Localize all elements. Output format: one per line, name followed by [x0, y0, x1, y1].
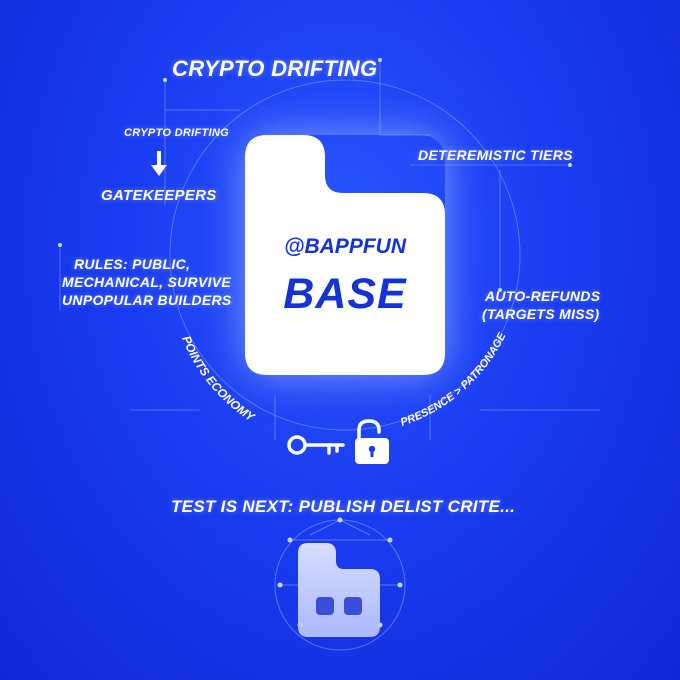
- key-icon: [287, 435, 345, 455]
- auto-refunds-line-1: AUTO-REFUNDS: [485, 288, 601, 304]
- card-handle: @BAPPFUN: [284, 235, 406, 258]
- arrow-down-icon: [151, 151, 167, 176]
- unlock-icon: [355, 419, 389, 464]
- rules-line-3: UNPOPULAR BUILDERS: [62, 292, 232, 308]
- key-lock-icons: [287, 419, 389, 464]
- auto-refunds-line-2: (TARGETS MISS): [482, 306, 600, 322]
- base-card: @BAPPFUN BASE: [245, 135, 445, 375]
- footer-text: TEST IS NEXT: PUBLISH DELIST CRITE...: [171, 497, 516, 516]
- card-main-text: BASE: [283, 270, 407, 318]
- deterministic-tiers-label: DETEREMISTIC TIERS: [418, 147, 573, 163]
- rules-line-2: MECHANICAL, SURVIVE: [62, 274, 232, 290]
- bapp-logo-icon: [298, 543, 380, 637]
- gatekeepers-label: GATEKEEPERS: [101, 187, 217, 204]
- crypto-drifting-small-label: CRYPTO DRIFTING: [124, 127, 229, 139]
- card-shape: [245, 135, 445, 375]
- rules-line-1: RULES: PUBLIC,: [74, 256, 191, 272]
- page-title: CRYPTO DRIFTING: [172, 56, 378, 81]
